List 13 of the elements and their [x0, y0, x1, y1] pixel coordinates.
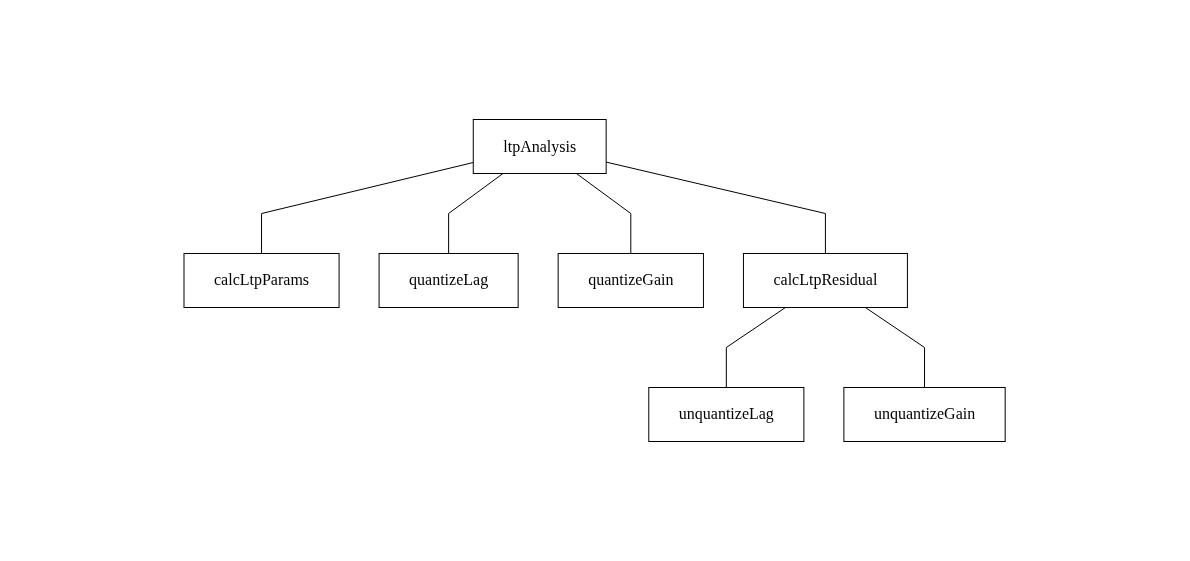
node-box: ltpAnalysis [473, 119, 608, 174]
node-box: calcLtpResidual [743, 253, 909, 308]
connector [576, 173, 632, 254]
node-box: calcLtpParams [183, 253, 340, 308]
connector [448, 173, 504, 254]
connector [261, 162, 475, 254]
connector [865, 307, 926, 388]
node-box: unquantizeGain [843, 387, 1007, 442]
node-box: quantizeGain [558, 253, 705, 308]
connector [726, 307, 787, 388]
node-box: unquantizeLag [648, 387, 805, 442]
connector [606, 161, 827, 254]
node-box: quantizeLag [379, 253, 520, 308]
